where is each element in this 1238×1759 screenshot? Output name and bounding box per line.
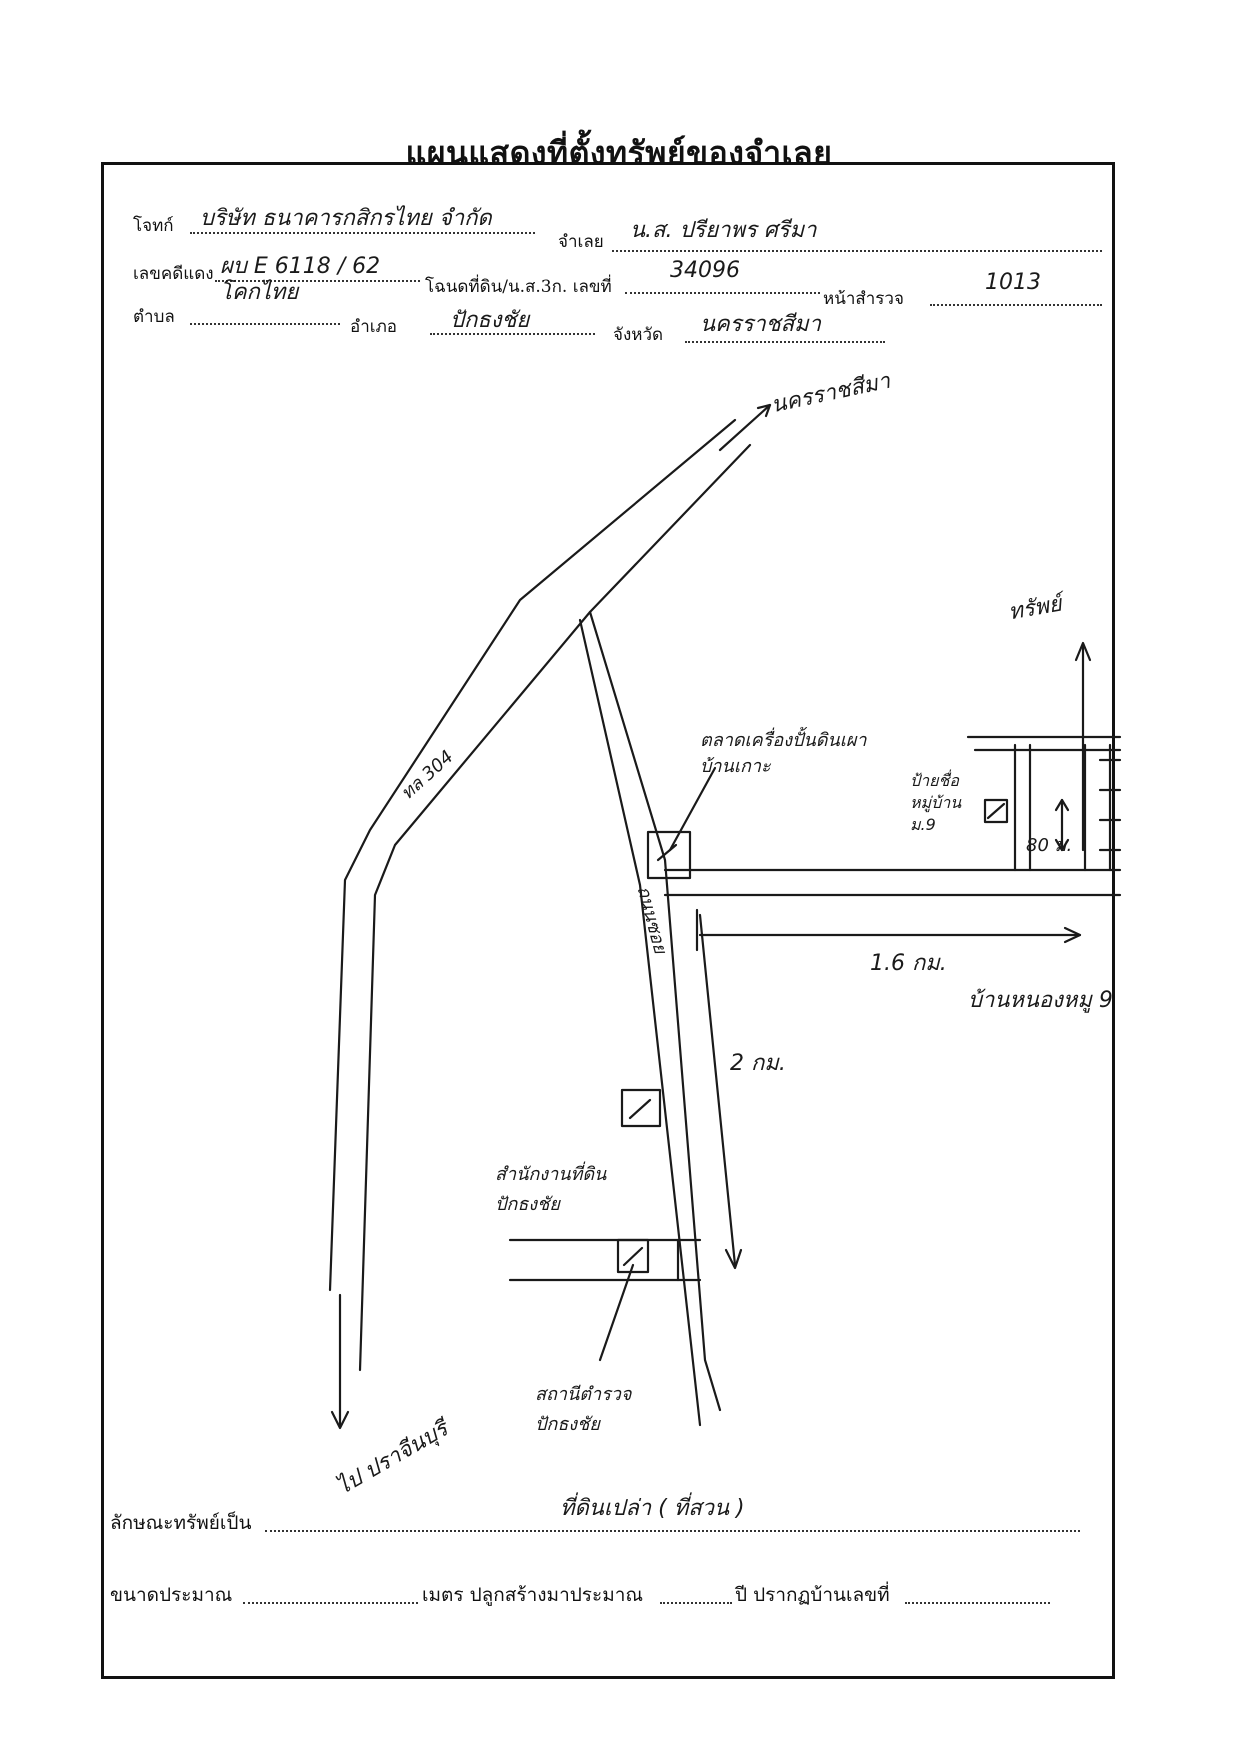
property-type-value: ที่ดินเปล่า ( ที่สวน )	[560, 1496, 745, 1521]
document-title: แผนแสดงที่ตั้งทรัพย์ของจำเลย	[405, 134, 833, 172]
property-road-ladder1	[1098, 758, 1122, 852]
title-deed-label: โฉนดที่ดิน/น.ส.3ก. เลขที่	[425, 277, 612, 297]
approx-size-dots	[243, 1602, 418, 1604]
approx-size-label: ขนาดประมาณ	[110, 1584, 233, 1606]
label-distance-2km: 2 กม.	[730, 1051, 786, 1076]
defendant-value: น.ส. ปรียาพร ศรีมา	[630, 218, 817, 243]
year-label: ปี ปรากฏบ้านเลขที่	[735, 1584, 890, 1606]
subdistrict-dots	[190, 323, 340, 325]
arrow-north-head	[756, 403, 772, 418]
km2-arrow-line	[698, 913, 737, 1267]
plaintiff-value: บริษัท ธนาคารกสิกรไทย จำกัด	[200, 206, 492, 231]
province-value: นครราชสีมา	[700, 312, 821, 337]
police-marker-x	[622, 1246, 644, 1267]
police-leader	[598, 1263, 635, 1362]
land-office-x	[628, 1098, 652, 1120]
province-label: จังหวัด	[613, 325, 664, 345]
label-village-sign: ป้ายชื่อ หมู่บ้าน ม.9	[910, 771, 962, 834]
survey-page-value: 1013	[985, 270, 1041, 295]
label-pottery-sales: ตลาดเครื่องปั้นดินเผา บ้านเกาะ	[700, 730, 867, 777]
red-case-dots	[215, 280, 420, 282]
property-arrow-head	[1074, 641, 1092, 662]
survey-page-label: หน้าสำรวจ	[823, 289, 904, 309]
arrow-south-head	[330, 1410, 350, 1430]
title-deed-dots	[625, 292, 820, 294]
title-deed-value: 34096	[670, 258, 740, 283]
label-land-office: สำนักงานที่ดิน ปักธงชัย	[495, 1164, 607, 1215]
soi-left-edge	[578, 618, 702, 1427]
defendant-label: จำเลย	[558, 232, 604, 252]
pottery-marker-box	[646, 830, 692, 880]
highway-304-right-edge	[358, 443, 752, 1372]
meter-built-label: เมตร ปลูกสร้างมาประมาณ	[422, 1584, 644, 1606]
label-police-station: สถานีตำรวจ ปักธงชัย	[535, 1384, 632, 1435]
subdistrict-label: ตำบล	[133, 307, 175, 327]
red-case-label: เลขคดีแดง	[133, 264, 214, 284]
police-marker-box	[616, 1238, 650, 1274]
village-sign-box	[983, 798, 1009, 824]
property-type-dots	[265, 1530, 1080, 1532]
label-village-moo9: บ้านหนองหมู 9	[968, 988, 1113, 1013]
pottery-leader	[668, 766, 717, 852]
district-dots	[430, 333, 595, 335]
label-distance-1-6km: 1.6 กม.	[870, 951, 947, 976]
province-dots	[685, 341, 885, 343]
plaintiff-dots	[190, 232, 535, 234]
property-type-label: ลักษณะทรัพย์เป็น	[110, 1512, 252, 1534]
survey-page-dots	[930, 304, 1102, 306]
subdistrict-value: โคกไทย	[220, 280, 299, 305]
km16-arrow-head	[1063, 926, 1082, 944]
defendant-dots	[612, 250, 1102, 252]
plaintiff-label: โจทก์	[133, 216, 174, 236]
district-label: อำเภอ	[350, 317, 397, 337]
map-frame	[101, 162, 1115, 1679]
dim-80-head-bot	[1054, 838, 1070, 852]
arrow-north-line	[718, 403, 772, 452]
dim-80-head-top	[1054, 798, 1070, 812]
soi-right-edge	[588, 610, 722, 1412]
land-office-box	[620, 1088, 662, 1128]
red-case-value: ผบ E 6118 / 62	[220, 254, 381, 279]
village-sign-x	[986, 802, 1006, 820]
house-no-dots	[905, 1602, 1050, 1604]
km2-arrow-head	[724, 1248, 743, 1270]
pottery-marker-x	[656, 843, 678, 862]
years-dots	[660, 1602, 732, 1604]
label-distance-80: 80 ม.	[1026, 835, 1073, 856]
highway-304-left-edge	[328, 418, 737, 1292]
district-value: ปักธงชัย	[450, 308, 530, 333]
